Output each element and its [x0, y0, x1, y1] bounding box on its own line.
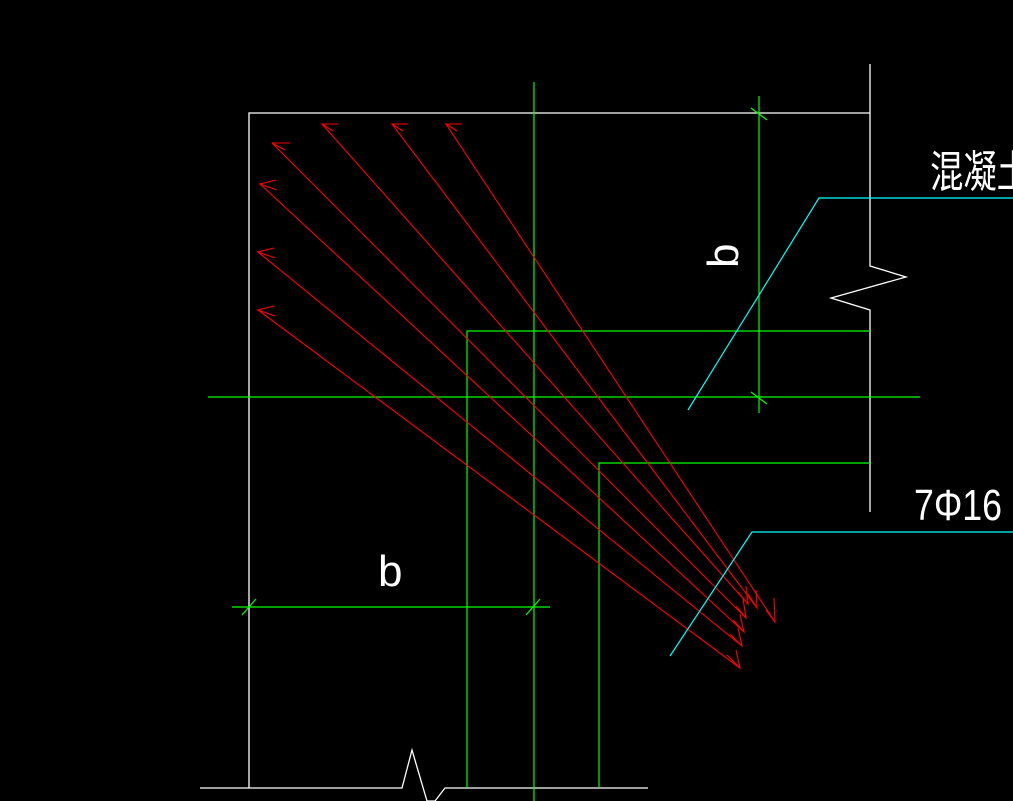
- rebar-hook: [320, 123, 338, 132]
- dim-tick-bottom: [750, 391, 768, 405]
- concrete-outline: [200, 64, 909, 801]
- dimension-label-horizontal: b: [378, 547, 402, 596]
- rebar-hook: [444, 123, 462, 132]
- inner-contour-1: [466, 330, 870, 788]
- grid-lines: [208, 82, 920, 801]
- rebar-line: [445, 123, 776, 623]
- rebar-line: [271, 142, 747, 619]
- rebar-line: [391, 123, 758, 609]
- rebar-hook: [765, 597, 776, 624]
- rebar-line: [259, 183, 745, 633]
- rebar-hook: [256, 247, 276, 259]
- rebar-group: [256, 123, 776, 670]
- rebar-hook: [271, 142, 290, 151]
- rebar-hook: [737, 585, 749, 606]
- rebar-hook: [256, 305, 276, 317]
- rebar-hook: [729, 627, 743, 648]
- dim-tick-right: [525, 598, 541, 616]
- rebar-hook: [390, 123, 408, 132]
- rebar-line: [321, 123, 749, 605]
- outer-outline: [248, 112, 870, 788]
- bottom-edge-with-break: [200, 747, 648, 801]
- rebar-line: [257, 251, 743, 647]
- leader-lines: [669, 197, 1013, 657]
- rebar-line: [257, 309, 741, 669]
- material-label: 混凝土: [930, 148, 1013, 197]
- right-edge-with-break: [828, 64, 909, 512]
- rebar-hook: [258, 179, 278, 191]
- inner-contour-2: [598, 462, 870, 788]
- rebar-hook: [732, 613, 745, 634]
- rebar-hook: [747, 589, 758, 611]
- leader-material: [687, 197, 1013, 411]
- rebar-label: 7Φ16: [914, 481, 1002, 530]
- dimension-label-vertical: b: [699, 244, 748, 268]
- leader-rebar: [669, 531, 1013, 657]
- dim-tick-left: [241, 598, 257, 616]
- dim-tick-top: [750, 107, 768, 121]
- rebar-hook: [735, 597, 747, 620]
- rebar-hook: [726, 649, 741, 670]
